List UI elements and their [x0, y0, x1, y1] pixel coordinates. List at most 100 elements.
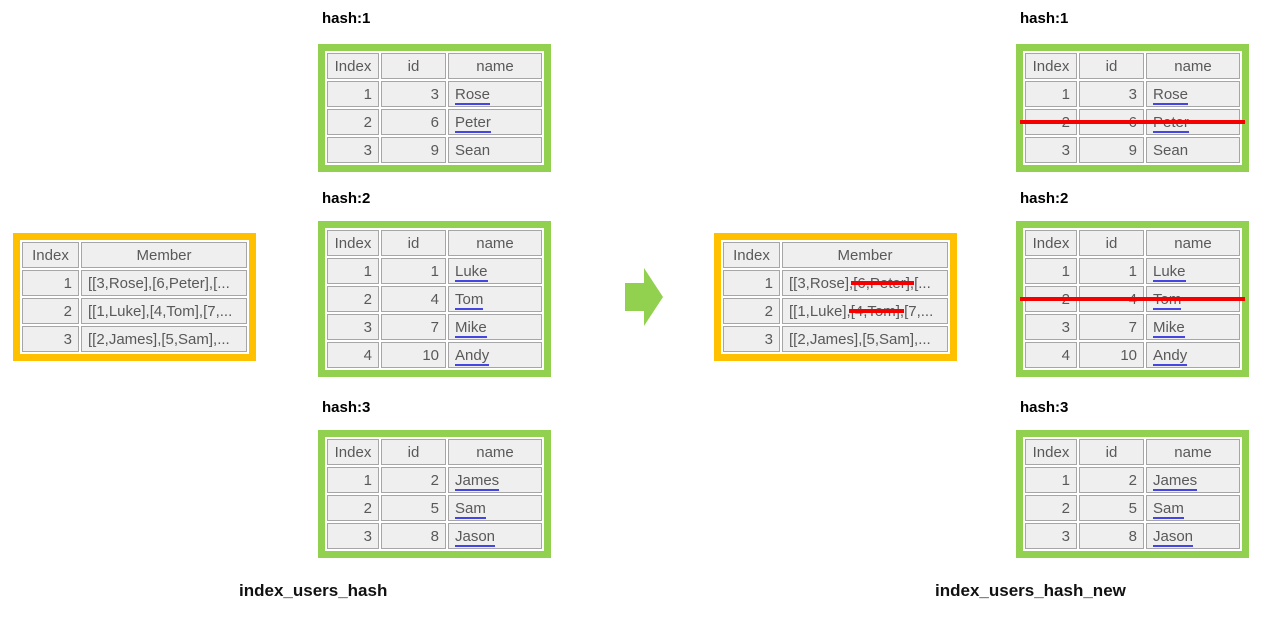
index-cell: 2: [327, 286, 379, 312]
index-cell: 3: [327, 137, 379, 163]
column-header-index: Index: [1025, 230, 1077, 256]
index-cell: 1: [22, 270, 79, 296]
column-header-id: id: [381, 230, 446, 256]
index-cell: 3: [1025, 137, 1077, 163]
table-row: 1 2 James: [327, 467, 542, 493]
index-cell: 1: [723, 270, 780, 296]
column-header-index: Index: [327, 230, 379, 256]
index-cell: 3: [22, 326, 79, 352]
name-link: Andy: [1153, 346, 1188, 366]
index-cell: 2: [22, 298, 79, 324]
index-cell: 1: [327, 467, 379, 493]
diagram-label-left: index_users_hash: [239, 581, 388, 600]
name-link: Rose: [1153, 85, 1189, 105]
name-cell: Mike: [1146, 314, 1240, 340]
table-row: 2 5 Sam: [327, 495, 542, 521]
id-cell: 9: [381, 137, 446, 163]
id-cell: 8: [381, 523, 446, 549]
table-header-row: Index id name: [1025, 439, 1240, 465]
table-row: 3 7 Mike: [1025, 314, 1240, 340]
member-part: [4,Tom]: [149, 302, 199, 320]
table-header-row: Index id name: [327, 230, 542, 256]
name-link: James: [1153, 471, 1198, 491]
column-header-member: Member: [81, 242, 247, 268]
id-cell: 3: [1079, 81, 1144, 107]
strikethrough-line: [1020, 120, 1245, 124]
hash2-title: hash:2: [322, 190, 371, 207]
hash3-table-right: Index id name 1 2 James 2 5 Sam 3 8 Jaso…: [1016, 430, 1249, 558]
id-cell: 7: [381, 314, 446, 340]
name-link: Luke: [1153, 262, 1186, 282]
member-part: [[2,James],[5,Sam],...: [88, 330, 230, 348]
member-part: [[3,Rose],: [88, 274, 153, 292]
table-row: 1 [[3,Rose],[6,Peter],[...: [723, 270, 948, 296]
id-cell: 10: [381, 342, 446, 368]
name-link: Jason: [455, 527, 496, 547]
hash-table: Index id name 1 3 Rose 2 6 Peter 3 9 Sea…: [1023, 51, 1242, 165]
name-link: Peter: [455, 113, 491, 133]
name-link: Andy: [455, 346, 490, 366]
table-header-row: Index id name: [1025, 53, 1240, 79]
id-cell: 3: [381, 81, 446, 107]
name-cell: Rose: [448, 81, 542, 107]
member-index-table-left: Index Member 1 [[3,Rose],[6,Peter],[... …: [13, 233, 256, 361]
hash-table: Index id name 1 1 Luke 2 4 Tom 3 7 Mike …: [1023, 228, 1242, 370]
hash3-title: hash:3: [1020, 399, 1069, 416]
index-cell: 2: [723, 298, 780, 324]
table-row: 1 [[3,Rose],[6,Peter],[...: [22, 270, 247, 296]
name-cell: Rose: [1146, 81, 1240, 107]
id-cell: 4: [381, 286, 446, 312]
name-cell: Mike: [448, 314, 542, 340]
column-header-id: id: [1079, 53, 1144, 79]
id-cell: 9: [1079, 137, 1144, 163]
table-row: 3 [[2,James],[5,Sam],...: [723, 326, 948, 352]
index-cell: 3: [723, 326, 780, 352]
name-cell: Sean: [1146, 137, 1240, 163]
hash-table: Index id name 1 2 James 2 5 Sam 3 8 Jaso…: [325, 437, 544, 551]
member-cell: [[2,James],[5,Sam],...: [81, 326, 247, 352]
hash1-table-left: Index id name 1 3 Rose 2 6 Peter 3 9 Sea…: [318, 44, 551, 172]
id-cell: 2: [1079, 467, 1144, 493]
hash1-table-right: Index id name 1 3 Rose 2 6 Peter 3 9 Sea…: [1016, 44, 1249, 172]
column-header-member: Member: [782, 242, 948, 268]
name-link: James: [455, 471, 500, 491]
table-row: 4 10 Andy: [1025, 342, 1240, 368]
hash-table: Index id name 1 3 Rose 2 6 Peter 3 9 Sea…: [325, 51, 544, 165]
hash-table: Index id name 1 2 James 2 5 Sam 3 8 Jaso…: [1023, 437, 1242, 551]
member-part-struck: [4,Tom]: [850, 302, 900, 320]
column-header-id: id: [1079, 439, 1144, 465]
index-cell: 2: [327, 109, 379, 135]
member-table: Index Member 1 [[3,Rose],[6,Peter],[... …: [20, 240, 249, 354]
column-header-index: Index: [327, 53, 379, 79]
table-row: 2 5 Sam: [1025, 495, 1240, 521]
column-header-index: Index: [22, 242, 79, 268]
hash3-title: hash:3: [322, 399, 371, 416]
table-row: 3 9 Sean: [327, 137, 542, 163]
id-cell: 8: [1079, 523, 1144, 549]
table-row: 1 1 Luke: [1025, 258, 1240, 284]
strikethrough-line: [1020, 297, 1245, 301]
table-row: 2 [[1,Luke],[4,Tom],[7,...: [22, 298, 247, 324]
id-cell: 5: [381, 495, 446, 521]
column-header-index: Index: [327, 439, 379, 465]
diagram-label-right: index_users_hash_new: [935, 581, 1126, 600]
member-part: ,[7,...: [198, 302, 233, 320]
name-link: Mike: [1153, 318, 1185, 338]
column-header-name: name: [1146, 53, 1240, 79]
table-row: 1 1 Luke: [327, 258, 542, 284]
transform-arrow-icon: [625, 268, 663, 326]
column-header-name: name: [448, 230, 542, 256]
member-cell: [[3,Rose],[6,Peter],[...: [782, 270, 948, 296]
member-cell: [[2,James],[5,Sam],...: [782, 326, 948, 352]
table-row: 3 9 Sean: [1025, 137, 1240, 163]
table-row: 3 8 Jason: [1025, 523, 1240, 549]
column-header-name: name: [448, 53, 542, 79]
member-part: [[3,Rose],: [789, 274, 854, 292]
index-cell: 2: [327, 495, 379, 521]
name-cell: Jason: [1146, 523, 1240, 549]
column-header-index: Index: [1025, 53, 1077, 79]
column-header-name: name: [1146, 230, 1240, 256]
member-part: [[1,Luke],: [789, 302, 851, 320]
table-row: 2 6 Peter: [327, 109, 542, 135]
name-cell: James: [1146, 467, 1240, 493]
